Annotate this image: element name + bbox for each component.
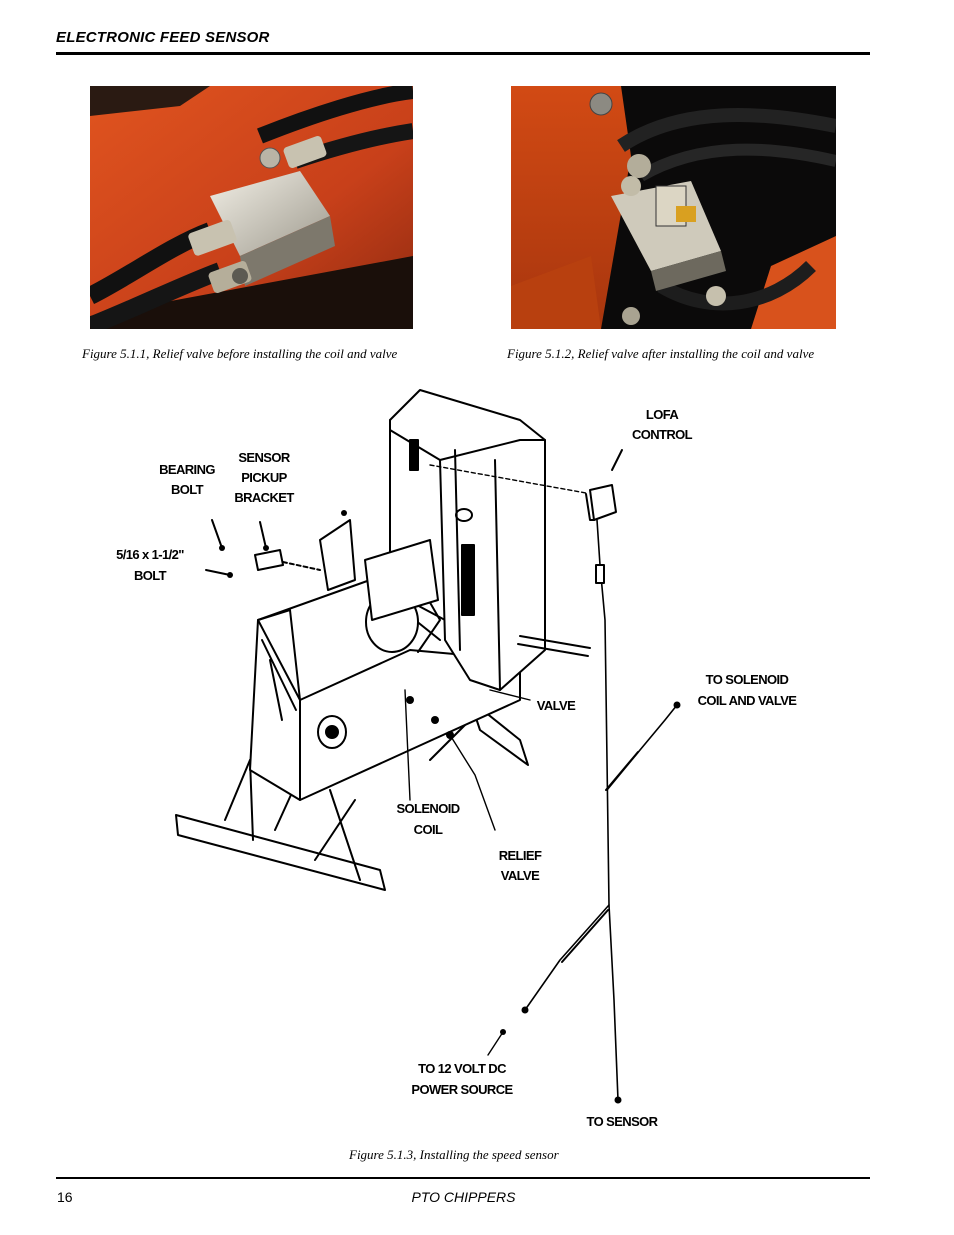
label-bolt-size-line2: BOLT bbox=[134, 568, 167, 583]
section-title: ELECTRONIC FEED SENSOR bbox=[56, 29, 270, 46]
label-valve: VALVE bbox=[537, 698, 576, 713]
label-sensor-pickup-bracket-line2: PICKUP bbox=[241, 470, 287, 485]
label-bolt-size-line1: 5/16 x 1-1/2" bbox=[116, 547, 184, 562]
speed-sensor-installation-diagram: BEARING BOLT SENSOR PICKUP BRACKET 5/16 … bbox=[116, 389, 798, 1129]
label-relief-valve-line1: RELIEF bbox=[499, 848, 542, 863]
photo-relief-valve-before bbox=[90, 86, 413, 329]
label-power-source-line2: POWER SOURCE bbox=[411, 1082, 513, 1097]
figure-5-1-3-caption: Figure 5.1.3, Installing the speed senso… bbox=[349, 1147, 559, 1162]
label-to-solenoid-line2: COIL AND VALVE bbox=[698, 693, 798, 708]
label-lofa-control-line1: LOFA bbox=[646, 407, 679, 422]
document-title: PTO CHIPPERS bbox=[411, 1189, 516, 1205]
label-sensor-pickup-bracket-line1: SENSOR bbox=[238, 450, 291, 465]
label-solenoid-coil-line2: COIL bbox=[414, 822, 443, 837]
label-relief-valve-line2: VALVE bbox=[501, 868, 540, 883]
page-number: 16 bbox=[57, 1189, 73, 1205]
label-bearing-bolt-line1: BEARING bbox=[159, 462, 215, 477]
figure-5-1-1-caption: Figure 5.1.1, Relief valve before instal… bbox=[82, 346, 398, 361]
figure-5-1-2-caption: Figure 5.1.2, Relief valve after install… bbox=[507, 346, 815, 361]
footer-rule bbox=[56, 1177, 870, 1179]
label-lofa-control-line2: CONTROL bbox=[632, 427, 693, 442]
label-to-sensor: TO SENSOR bbox=[587, 1114, 659, 1129]
label-power-source-line1: TO 12 VOLT DC bbox=[418, 1061, 507, 1076]
header-rule bbox=[56, 52, 870, 55]
label-to-solenoid-line1: TO SOLENOID bbox=[706, 672, 789, 687]
label-bearing-bolt-line2: BOLT bbox=[171, 482, 204, 497]
label-sensor-pickup-bracket-line3: BRACKET bbox=[234, 490, 294, 505]
photo-relief-valve-after bbox=[511, 86, 836, 329]
label-solenoid-coil-line1: SOLENOID bbox=[396, 801, 459, 816]
